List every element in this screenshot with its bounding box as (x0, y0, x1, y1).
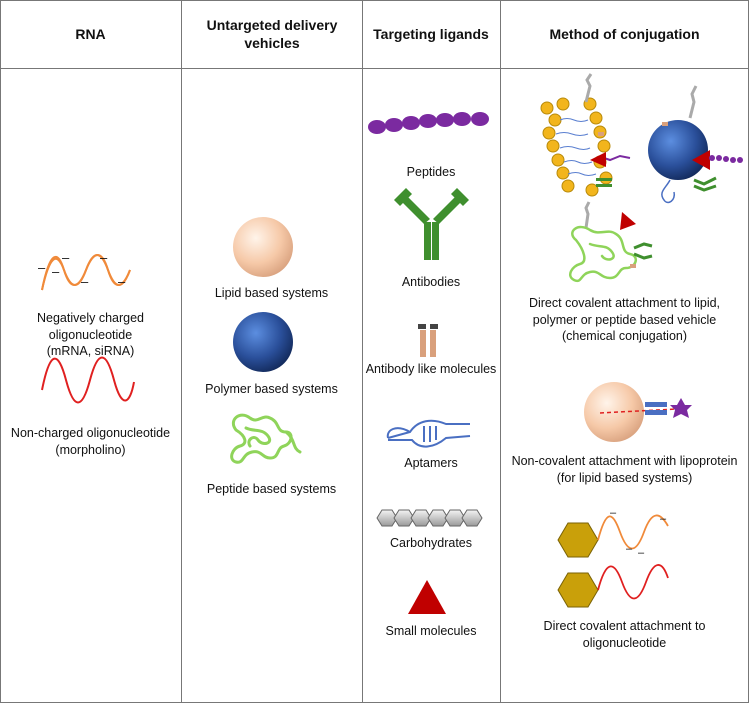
negative-oligo-label-line1: Negatively charged (36, 311, 144, 325)
svg-text:–: – (81, 274, 89, 289)
covalent-vehicle-label-line2: polymer or peptide based vehicle (532, 312, 717, 327)
negative-oligo-label-line2: oligonucleotide (48, 327, 133, 342)
peptides-label: Peptides (406, 165, 456, 179)
svg-text:–: – (626, 543, 633, 555)
noncovalent-label-line2: (for lipid based systems) (556, 470, 693, 485)
negative-oligo-label: Negatively charged oligonucleotide (mRNA… (0, 310, 181, 360)
svg-text:–: – (660, 513, 667, 525)
header-method-of-conjugation: Method of conjugation (549, 26, 700, 42)
covalent-vehicle-label: Direct covalent attachment to lipid, pol… (500, 295, 749, 345)
column-divider-2 (362, 0, 363, 703)
peptide-conjugate-icon (569, 201, 653, 283)
covalent-vehicle-label-line1: Direct covalent attachment to lipid, (528, 296, 721, 310)
covalent-oligo-label-line1: Direct covalent attachment to (543, 619, 706, 633)
noncharged-oligo-label-line1: Non-charged oligonucleotide (10, 426, 171, 440)
peptide-beads-icon (368, 112, 489, 134)
svg-text:–: – (62, 250, 70, 265)
lipid-sphere-icon (233, 217, 293, 277)
polymer-systems-label: Polymer based systems (205, 382, 338, 396)
negative-oligo-label-line3: (mRNA, siRNA) (46, 344, 135, 358)
non-charged-oligo-icon (41, 356, 135, 404)
polymer-sphere-icon (233, 312, 293, 372)
lipoprotein-conjugate-icon (584, 382, 692, 442)
svg-text:–: – (638, 547, 645, 559)
antibodies-label: Antibodies (401, 275, 461, 289)
small-molecules-label: Small molecules (385, 624, 477, 638)
lipid-bilayer-conjugate-icon (540, 73, 631, 197)
svg-text:–: – (52, 264, 60, 279)
peptide-systems-label: Peptide based systems (206, 482, 337, 496)
noncharged-oligo-label-line2: (morpholino) (55, 442, 126, 457)
covalent-oligo-label-line2: oligonucleotide (582, 635, 667, 650)
header-divider (0, 68, 749, 69)
antibody-like-molecule-icon (418, 324, 438, 357)
covalent-vehicle-label-line3: (chemical conjugation) (561, 329, 688, 343)
hexagon-noncharged-oligo-icon (557, 564, 669, 608)
negatively-charged-oligo-icon: ––– ––– (38, 250, 131, 291)
peptide-coil-icon (230, 413, 302, 464)
lipid-systems-label: Lipid based systems (214, 286, 329, 300)
hexagon-charged-oligo-icon: –––– (557, 507, 669, 559)
aptamer-icon (386, 419, 471, 448)
carbohydrates-label: Carbohydrates (390, 536, 472, 550)
header-rna: RNA (75, 26, 106, 42)
noncharged-oligo-label: Non-charged oligonucleotide (morpholino) (0, 425, 181, 458)
svg-text:–: – (610, 507, 617, 519)
antibody-icon (394, 188, 469, 260)
antibody-like-label: Antibody like molecules (365, 362, 497, 376)
small-molecule-triangle-icon (408, 580, 446, 614)
covalent-oligo-label: Direct covalent attachment to oligonucle… (500, 618, 749, 651)
svg-text:–: – (38, 260, 46, 275)
aptamers-label: Aptamers (404, 456, 458, 470)
svg-text:–: – (100, 250, 108, 265)
polymer-conjugate-icon (648, 85, 743, 204)
noncovalent-label-line1: Non-covalent attachment with lipoprotein (511, 454, 738, 468)
column-divider-1 (181, 0, 182, 703)
noncovalent-lipoprotein-label: Non-covalent attachment with lipoprotein… (500, 453, 749, 486)
column-divider-3 (500, 0, 501, 703)
svg-text:–: – (118, 274, 126, 289)
carbohydrate-chain-icon (376, 509, 483, 527)
header-targeting-ligands: Targeting ligands (373, 26, 489, 42)
header-untargeted-vehicles: Untargeted delivery vehicles (206, 17, 338, 51)
